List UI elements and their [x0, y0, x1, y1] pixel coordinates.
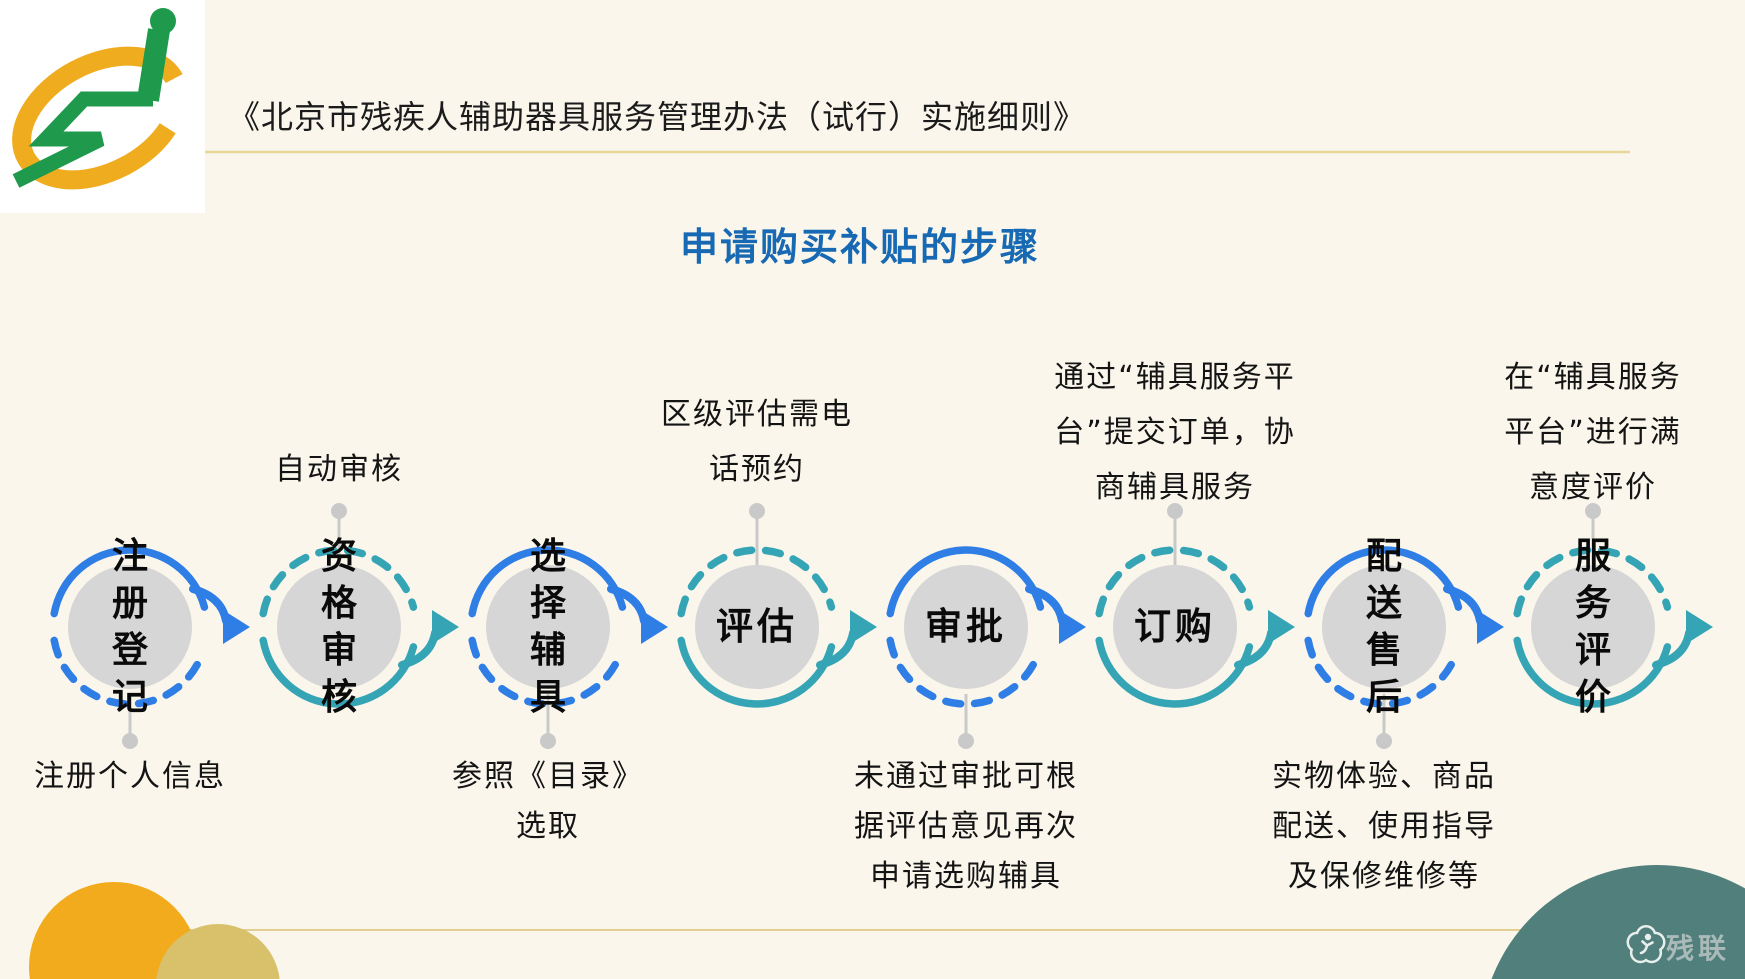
note-connector-dot	[122, 733, 138, 749]
note-connector-dot	[1167, 503, 1183, 519]
decor-circle-teal	[1491, 865, 1745, 979]
step-note-qualification: 自动审核	[275, 452, 403, 487]
step-ring-arc	[677, 546, 836, 618]
step-ring-arc	[1513, 636, 1672, 708]
step-disc	[68, 565, 192, 689]
flow-arrow-head	[432, 610, 459, 644]
step-note-evaluation: 在“辅具服务 平台”进行满 意度评价	[1504, 360, 1682, 505]
logo-figure-head	[150, 8, 176, 34]
blossom-logo	[1626, 925, 1666, 964]
note-connector-dot	[749, 503, 765, 519]
flow-arrow-stem	[398, 629, 439, 669]
logo-figure-torso	[137, 28, 170, 102]
step-ring-arc	[886, 636, 1043, 708]
flow-arrow-head	[1059, 610, 1086, 644]
flow-arrow-head	[223, 610, 250, 644]
logo-figure-body	[12, 91, 153, 188]
step-label-register: 注册登记	[111, 536, 148, 718]
step-circle-5	[886, 546, 1086, 749]
step-ring-arc	[1304, 546, 1463, 618]
step-ring-arc	[1513, 546, 1672, 618]
note-connector-dot	[540, 733, 556, 749]
note-connector-dot	[1585, 503, 1601, 519]
step-disc	[695, 565, 819, 689]
step-circle-1	[50, 546, 250, 749]
step-label-order: 订购	[1134, 605, 1216, 648]
flow-arrow-head	[1477, 610, 1504, 644]
step-ring-arc	[886, 546, 1045, 618]
step-ring-arc	[1304, 636, 1461, 708]
step-circle-4	[677, 503, 877, 708]
step-circle-6	[1095, 503, 1295, 708]
step-ring-arc	[468, 636, 625, 708]
step-label-evaluation: 服务评价	[1574, 536, 1611, 718]
note-connector-dot	[958, 733, 974, 749]
step-ring-arc	[259, 636, 418, 708]
flow-arrow-stem	[607, 585, 648, 625]
blossom-figure-body	[1639, 940, 1654, 955]
step-ring-arc	[50, 636, 207, 708]
step-disc	[486, 565, 610, 689]
step-label-delivery: 配送售后	[1365, 536, 1402, 718]
step-note-evaluate: 区级评估需电 话预约	[661, 397, 853, 487]
step-circle-8	[1513, 503, 1713, 708]
decor-circle-tan	[156, 924, 280, 979]
flow-arrow-stem	[1652, 629, 1693, 669]
step-circle-2	[259, 503, 459, 708]
step-label-evaluate: 评估	[716, 605, 798, 648]
step-circle-3	[468, 546, 668, 749]
note-connector-dot	[331, 503, 347, 519]
page-title: 《北京市残疾人辅助器具服务管理办法（试行）实施细则》	[228, 98, 1087, 136]
step-ring-arc	[50, 546, 209, 618]
decor-circle-orange	[29, 882, 199, 979]
step-disc	[1531, 565, 1655, 689]
step-note-approve: 未通过审批可根 据评估意见再次 申请选购辅具	[854, 759, 1078, 894]
step-ring-arc	[259, 546, 418, 618]
step-label-qualification: 资格审核	[320, 536, 357, 718]
step-disc	[1113, 565, 1237, 689]
step-disc	[1322, 565, 1446, 689]
brand-label: 残联	[1666, 932, 1731, 965]
step-ring-arc	[468, 546, 627, 618]
step-disc	[277, 565, 401, 689]
flow-arrow-head	[1686, 610, 1713, 644]
step-ring-arc	[1095, 546, 1254, 618]
step-circle-7	[1304, 546, 1504, 749]
flow-arrow-head	[1268, 610, 1295, 644]
step-note-select-device: 参照《目录》 选取	[452, 759, 644, 844]
flow-arrow-head	[850, 610, 877, 644]
flow-arrow-stem	[189, 585, 230, 625]
step-note-delivery: 实物体验、商品 配送、使用指导 及保修维修等	[1272, 759, 1496, 894]
cdpf-logo	[0, 0, 205, 213]
step-note-order: 通过“辅具服务平 台”提交订单，协 商辅具服务	[1054, 360, 1296, 505]
step-ring-arc	[1095, 636, 1254, 708]
step-disc	[904, 565, 1028, 689]
blossom-figure-head	[1644, 933, 1652, 941]
step-ring-arc	[677, 636, 836, 708]
step-label-select-device: 选择辅具	[529, 536, 566, 718]
flow-arrow-stem	[1443, 585, 1484, 625]
page-subtitle: 申请购买补贴的步骤	[679, 225, 1040, 269]
step-label-approve: 审批	[925, 605, 1007, 648]
step-note-register: 注册个人信息	[34, 759, 226, 794]
note-connector-dot	[1376, 733, 1392, 749]
flow-arrow-head	[641, 610, 668, 644]
